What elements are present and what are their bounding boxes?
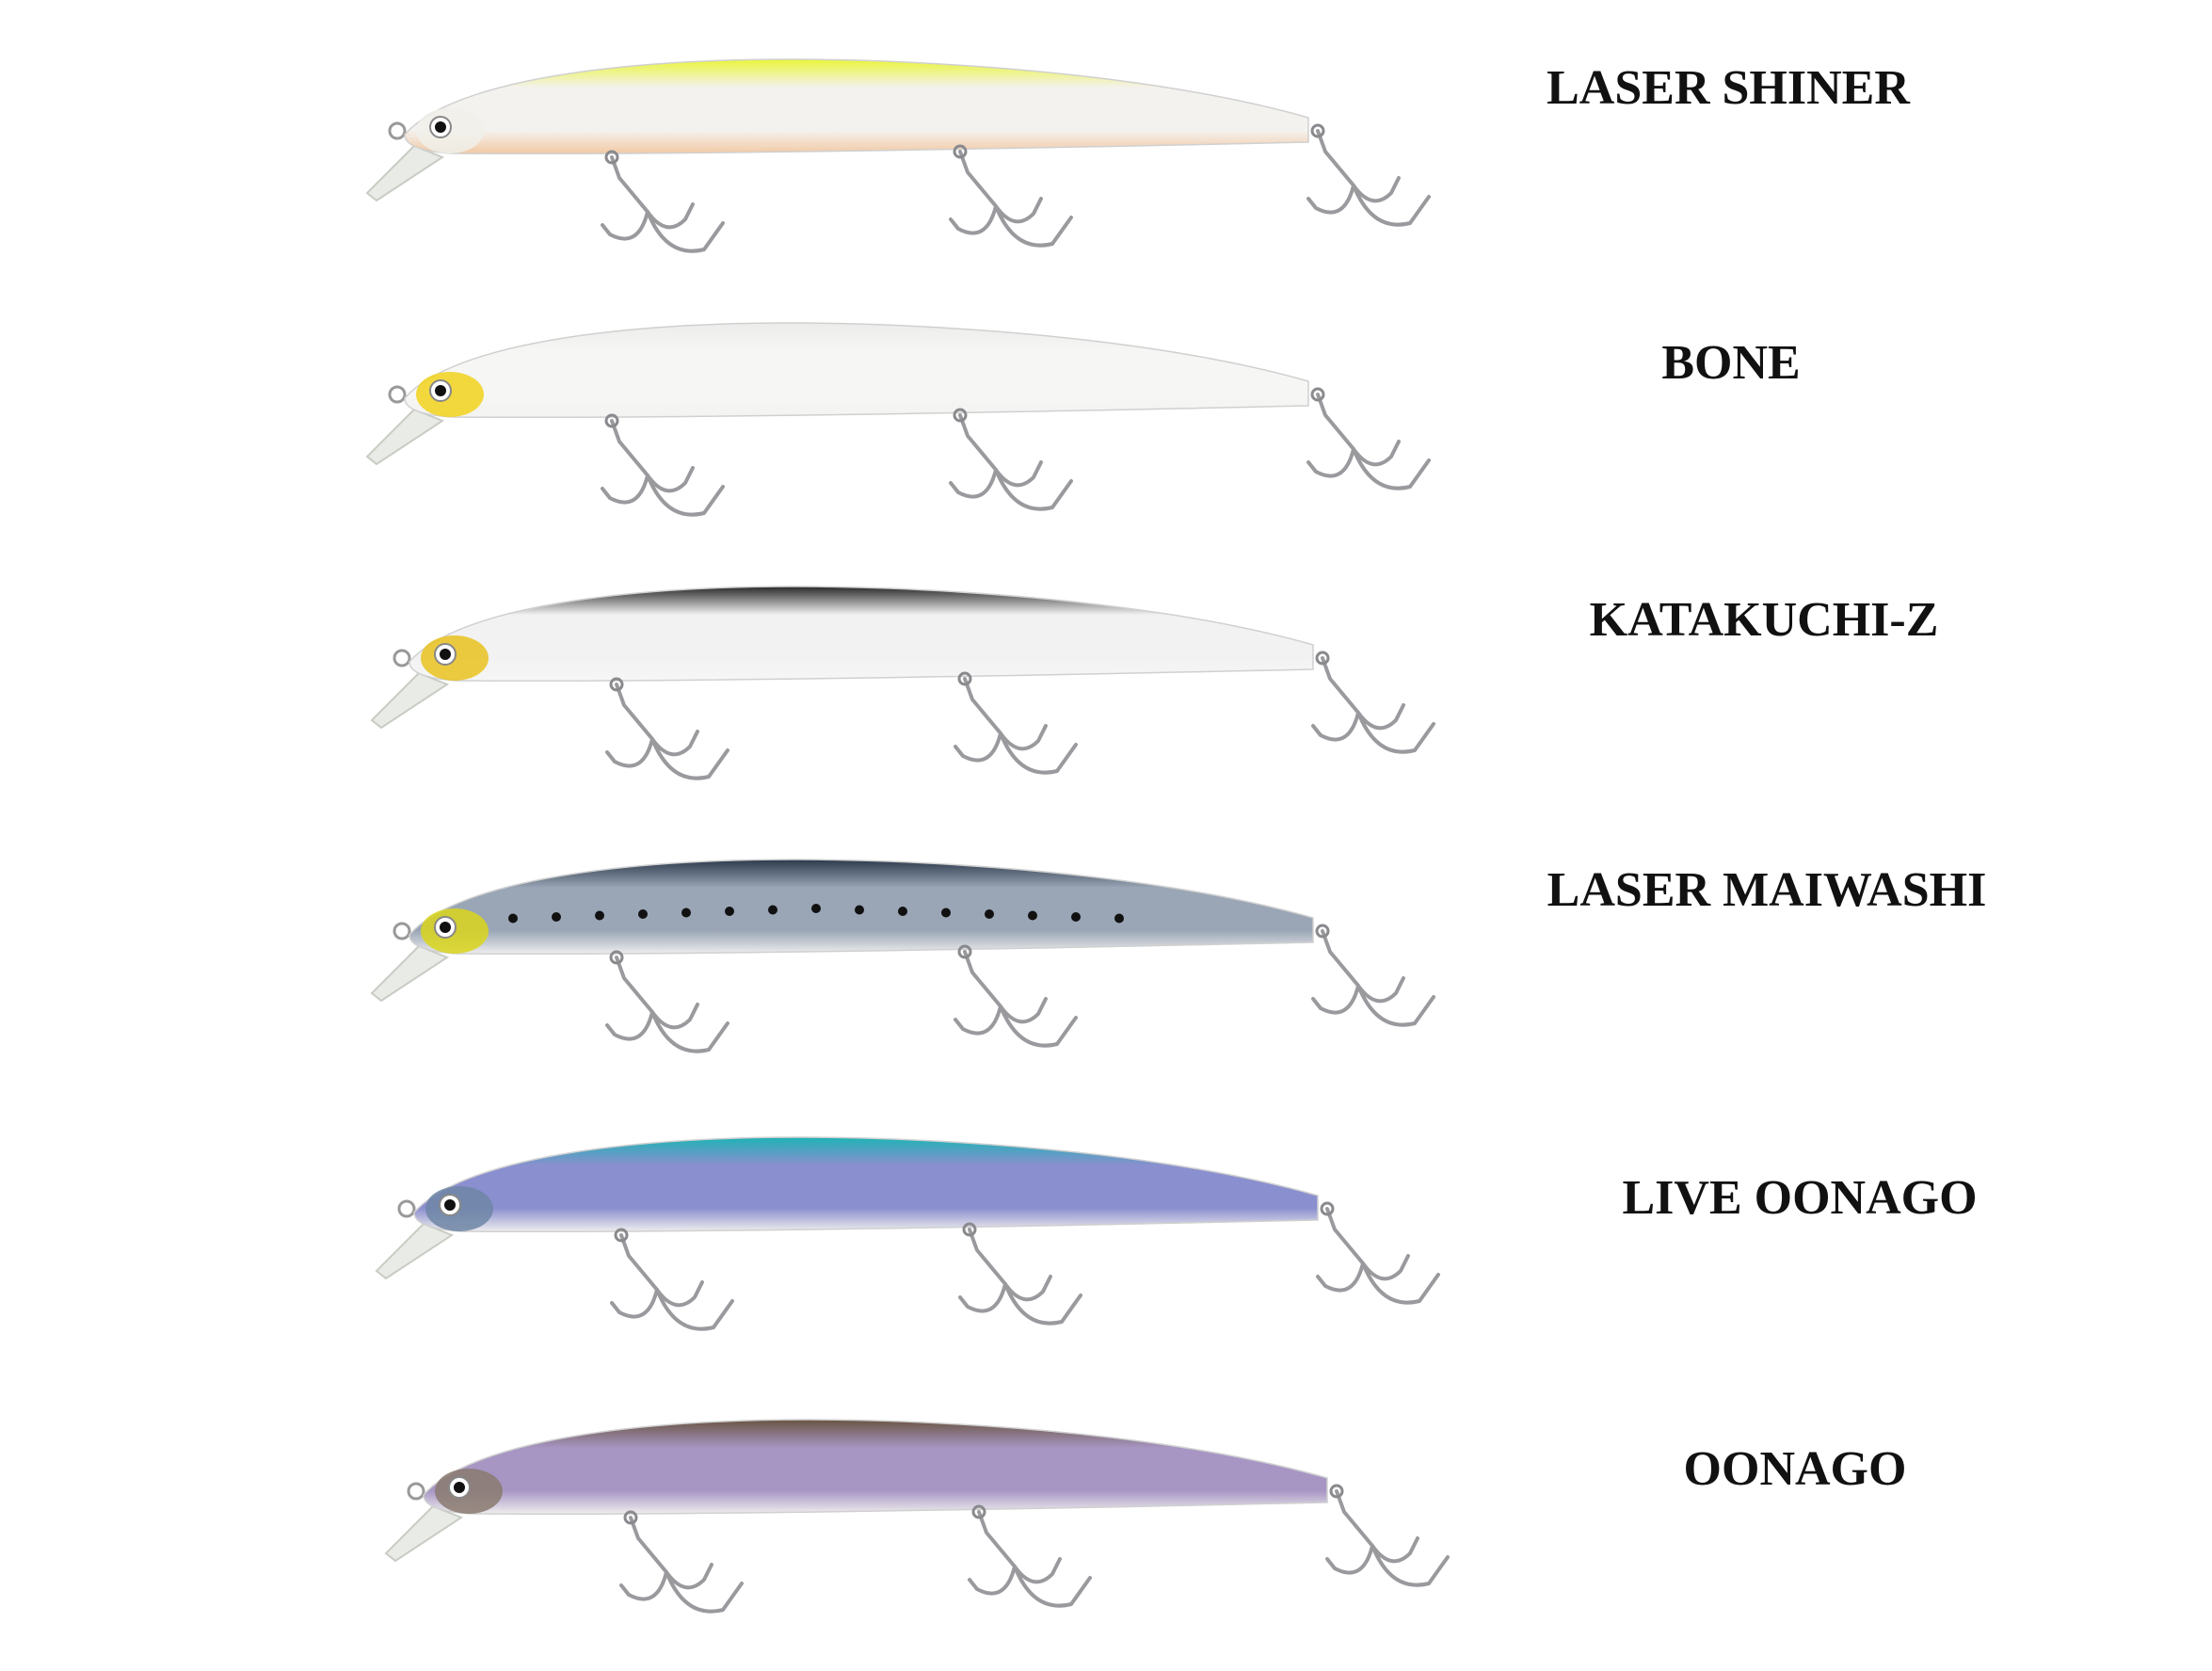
treble-hook-icon bbox=[949, 144, 1073, 248]
lure-bone bbox=[365, 322, 1431, 517]
line-eye bbox=[393, 922, 411, 940]
lure-label-laser-shiner: LASER SHINER bbox=[1547, 61, 1910, 115]
lure-laser-maiwashi bbox=[370, 859, 1435, 1053]
lure-body bbox=[404, 58, 1309, 155]
treble-hook-icon bbox=[601, 413, 725, 517]
lure-body bbox=[423, 1419, 1328, 1516]
treble-hook-icon bbox=[619, 1510, 744, 1614]
treble-hook-icon bbox=[601, 150, 725, 253]
lure-label-oonago: OONAGO bbox=[1683, 1442, 1907, 1496]
treble-hook-icon bbox=[954, 671, 1078, 775]
treble-hook-icon bbox=[1316, 1201, 1440, 1305]
spot bbox=[595, 910, 604, 921]
lure-label-katakuchi-z: KATAKUCHI-Z bbox=[1589, 593, 1939, 647]
spot bbox=[855, 905, 864, 915]
spot bbox=[1071, 912, 1081, 922]
treble-hook-icon bbox=[968, 1504, 1092, 1608]
diving-lip bbox=[365, 408, 445, 466]
spot bbox=[552, 912, 561, 922]
treble-hook-icon bbox=[958, 1222, 1082, 1326]
spot bbox=[898, 907, 907, 916]
lure-katakuchi-z bbox=[370, 586, 1435, 780]
spot bbox=[681, 908, 691, 918]
spot bbox=[941, 908, 951, 918]
spot bbox=[508, 913, 518, 924]
diving-lip bbox=[375, 1222, 455, 1280]
lure-body bbox=[404, 322, 1309, 419]
spot bbox=[725, 907, 734, 916]
spot bbox=[768, 905, 777, 915]
treble-hook-icon bbox=[605, 950, 729, 1053]
treble-hook-icon bbox=[1325, 1484, 1450, 1587]
lure-label-laser-maiwashi: LASER MAIWASHI bbox=[1547, 863, 1987, 917]
spot bbox=[811, 904, 821, 913]
spot bbox=[985, 909, 994, 919]
treble-hook-icon bbox=[1306, 123, 1431, 227]
lure-oonago bbox=[384, 1419, 1450, 1614]
line-eye bbox=[407, 1482, 425, 1501]
diving-lip bbox=[384, 1504, 464, 1563]
treble-hook-icon bbox=[1311, 924, 1435, 1027]
lure-laser-shiner bbox=[365, 58, 1431, 253]
spot bbox=[1028, 910, 1037, 921]
lure-label-live-oonago: LIVE OONAGO bbox=[1622, 1171, 1978, 1225]
spot bbox=[1114, 913, 1124, 924]
lure-body bbox=[413, 1136, 1319, 1233]
diving-lip bbox=[365, 144, 445, 202]
lure-body bbox=[409, 586, 1314, 683]
line-eye bbox=[397, 1199, 416, 1218]
line-eye bbox=[388, 385, 407, 404]
treble-hook-icon bbox=[610, 1228, 734, 1331]
treble-hook-icon bbox=[1311, 651, 1435, 754]
lure-label-bone: BONE bbox=[1661, 336, 1801, 390]
line-eye bbox=[388, 121, 407, 140]
treble-hook-icon bbox=[1306, 387, 1431, 490]
spot bbox=[638, 909, 648, 919]
diving-lip bbox=[370, 944, 450, 1003]
treble-hook-icon bbox=[949, 408, 1073, 511]
treble-hook-icon bbox=[605, 677, 729, 780]
treble-hook-icon bbox=[954, 944, 1078, 1048]
diving-lip bbox=[370, 671, 450, 730]
lure-live-oonago bbox=[375, 1136, 1440, 1331]
line-eye bbox=[393, 649, 411, 667]
